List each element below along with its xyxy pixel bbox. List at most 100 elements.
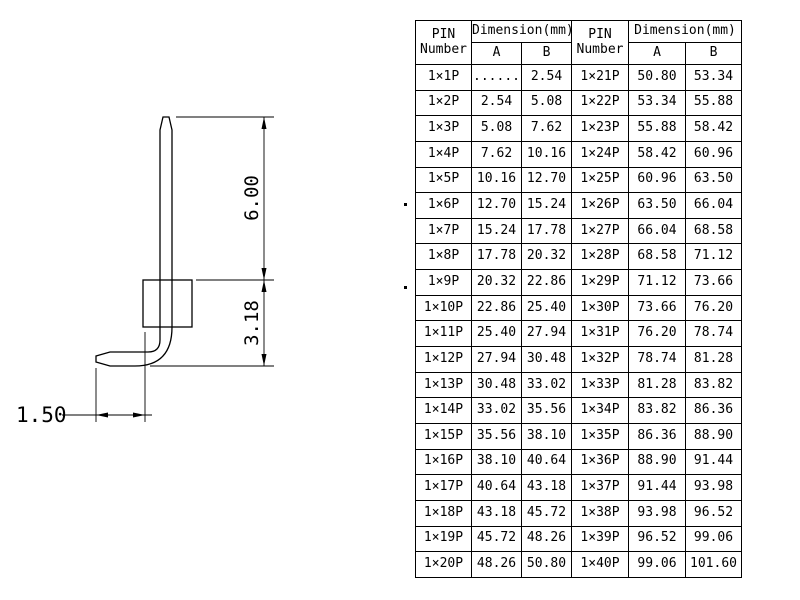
pin-number-cell: 1×7P [415, 217, 472, 245]
dim-a-cell: 10.16 [471, 166, 522, 194]
pin-number-cell: 1×19P [415, 525, 472, 553]
dim-a-cell: 91.44 [628, 474, 686, 501]
pin-number-cell: 1×37P [571, 474, 629, 501]
dim-a-cell: 17.78 [471, 243, 522, 271]
dim-a-cell: 71.12 [628, 269, 686, 296]
dim-b-cell: 63.50 [685, 166, 742, 194]
dim-a-cell: 40.64 [471, 474, 522, 501]
dim-b-cell: 15.24 [521, 192, 572, 219]
dim-a-cell: 30.48 [471, 371, 522, 399]
dim-b-cell: 22.86 [521, 269, 572, 296]
arrowhead-down [261, 268, 267, 280]
pin-number-cell: 1×36P [571, 448, 629, 476]
header-pin-number-right: PIN Number [571, 20, 629, 65]
dim-a-cell: ...... [471, 64, 522, 91]
pin-number-cell: 1×8P [415, 243, 472, 271]
arrowhead-up [261, 280, 267, 292]
dim-b-cell: 10.16 [521, 140, 572, 168]
dim-b-cell: 38.10 [521, 422, 572, 450]
dim-b-cell: 17.78 [521, 217, 572, 245]
dim-b-cell: 5.08 [521, 89, 572, 117]
pin-number-cell: 1×4P [415, 140, 472, 168]
pin-number-cell: 1×29P [571, 269, 629, 296]
header-dimension-left: Dimension(mm) [471, 20, 574, 43]
pin-number-cell: 1×25P [571, 166, 629, 194]
pin-number-cell: 1×14P [415, 397, 472, 424]
header-col-b-right: B [685, 42, 742, 65]
dim-b-cell: 99.06 [685, 525, 742, 553]
pin-number-cell: 1×12P [415, 346, 472, 373]
pin-shaft [159, 116, 173, 280]
pin-number-cell: 1×22P [571, 89, 629, 117]
pin-number-cell: 1×3P [415, 115, 472, 142]
dim-a-cell: 66.04 [628, 217, 686, 245]
pin-number-cell: 1×26P [571, 192, 629, 219]
pin-number-cell: 1×1P [415, 64, 472, 91]
dim-a-cell: 76.20 [628, 320, 686, 348]
dim-b-cell: 71.12 [685, 243, 742, 271]
header-pin-label: PIN [588, 26, 612, 42]
pin-number-cell: 1×17P [415, 474, 472, 501]
dim-a-cell: 86.36 [628, 422, 686, 450]
pin-number-cell: 1×31P [571, 320, 629, 348]
dim-a-cell: 48.26 [471, 551, 522, 578]
dim-b-cell: 83.82 [685, 371, 742, 399]
dim-b-cell: 45.72 [521, 499, 572, 527]
pin-number-cell: 1×20P [415, 551, 472, 578]
header-dimension-right: Dimension(mm) [628, 20, 742, 43]
dim-a-cell: 68.58 [628, 243, 686, 271]
dim-a-cell: 12.70 [471, 192, 522, 219]
pin-number-cell: 1×34P [571, 397, 629, 424]
pin-number-cell: 1×11P [415, 320, 472, 348]
dim-b-cell: 60.96 [685, 140, 742, 168]
dim-a-cell: 35.56 [471, 422, 522, 450]
dim-b-cell: 78.74 [685, 320, 742, 348]
pin-number-cell: 1×15P [415, 422, 472, 450]
dim-a-cell: 5.08 [471, 115, 522, 142]
dimension-6mm: 6.00 [176, 116, 274, 281]
dim-b-cell: 58.42 [685, 115, 742, 142]
dim-b-cell: 68.58 [685, 217, 742, 245]
dim-a-cell: 58.42 [628, 140, 686, 168]
pin-number-cell: 1×39P [571, 525, 629, 553]
pin-number-cell: 1×38P [571, 499, 629, 527]
header-col-a-left: A [471, 42, 522, 65]
dim-b-cell: 101.60 [685, 551, 742, 578]
dim-a-cell: 38.10 [471, 448, 522, 476]
ink-speck [404, 286, 407, 289]
dimension-table: PIN Number Dimension(mm) PIN Number Dime… [415, 20, 742, 578]
dim-label-6mm: 6.00 [241, 175, 263, 221]
dim-label-1-5mm: 1.50 [16, 403, 67, 427]
dim-b-cell: 96.52 [685, 499, 742, 527]
header-col-a-right: A [628, 42, 686, 65]
dim-b-cell: 2.54 [521, 64, 572, 91]
dim-b-cell: 7.62 [521, 115, 572, 142]
dim-a-cell: 96.52 [628, 525, 686, 553]
dim-a-cell: 43.18 [471, 499, 522, 527]
dim-b-cell: 55.88 [685, 89, 742, 117]
dim-a-cell: 45.72 [471, 525, 522, 553]
pin-number-cell: 1×9P [415, 269, 472, 296]
pin-outline [95, 116, 193, 367]
dim-a-cell: 63.50 [628, 192, 686, 219]
pin-number-cell: 1×32P [571, 346, 629, 373]
header-number-label: Number [420, 41, 467, 57]
dim-label-3-18mm: 3.18 [241, 300, 263, 346]
dim-b-cell: 20.32 [521, 243, 572, 271]
dim-a-cell: 99.06 [628, 551, 686, 578]
